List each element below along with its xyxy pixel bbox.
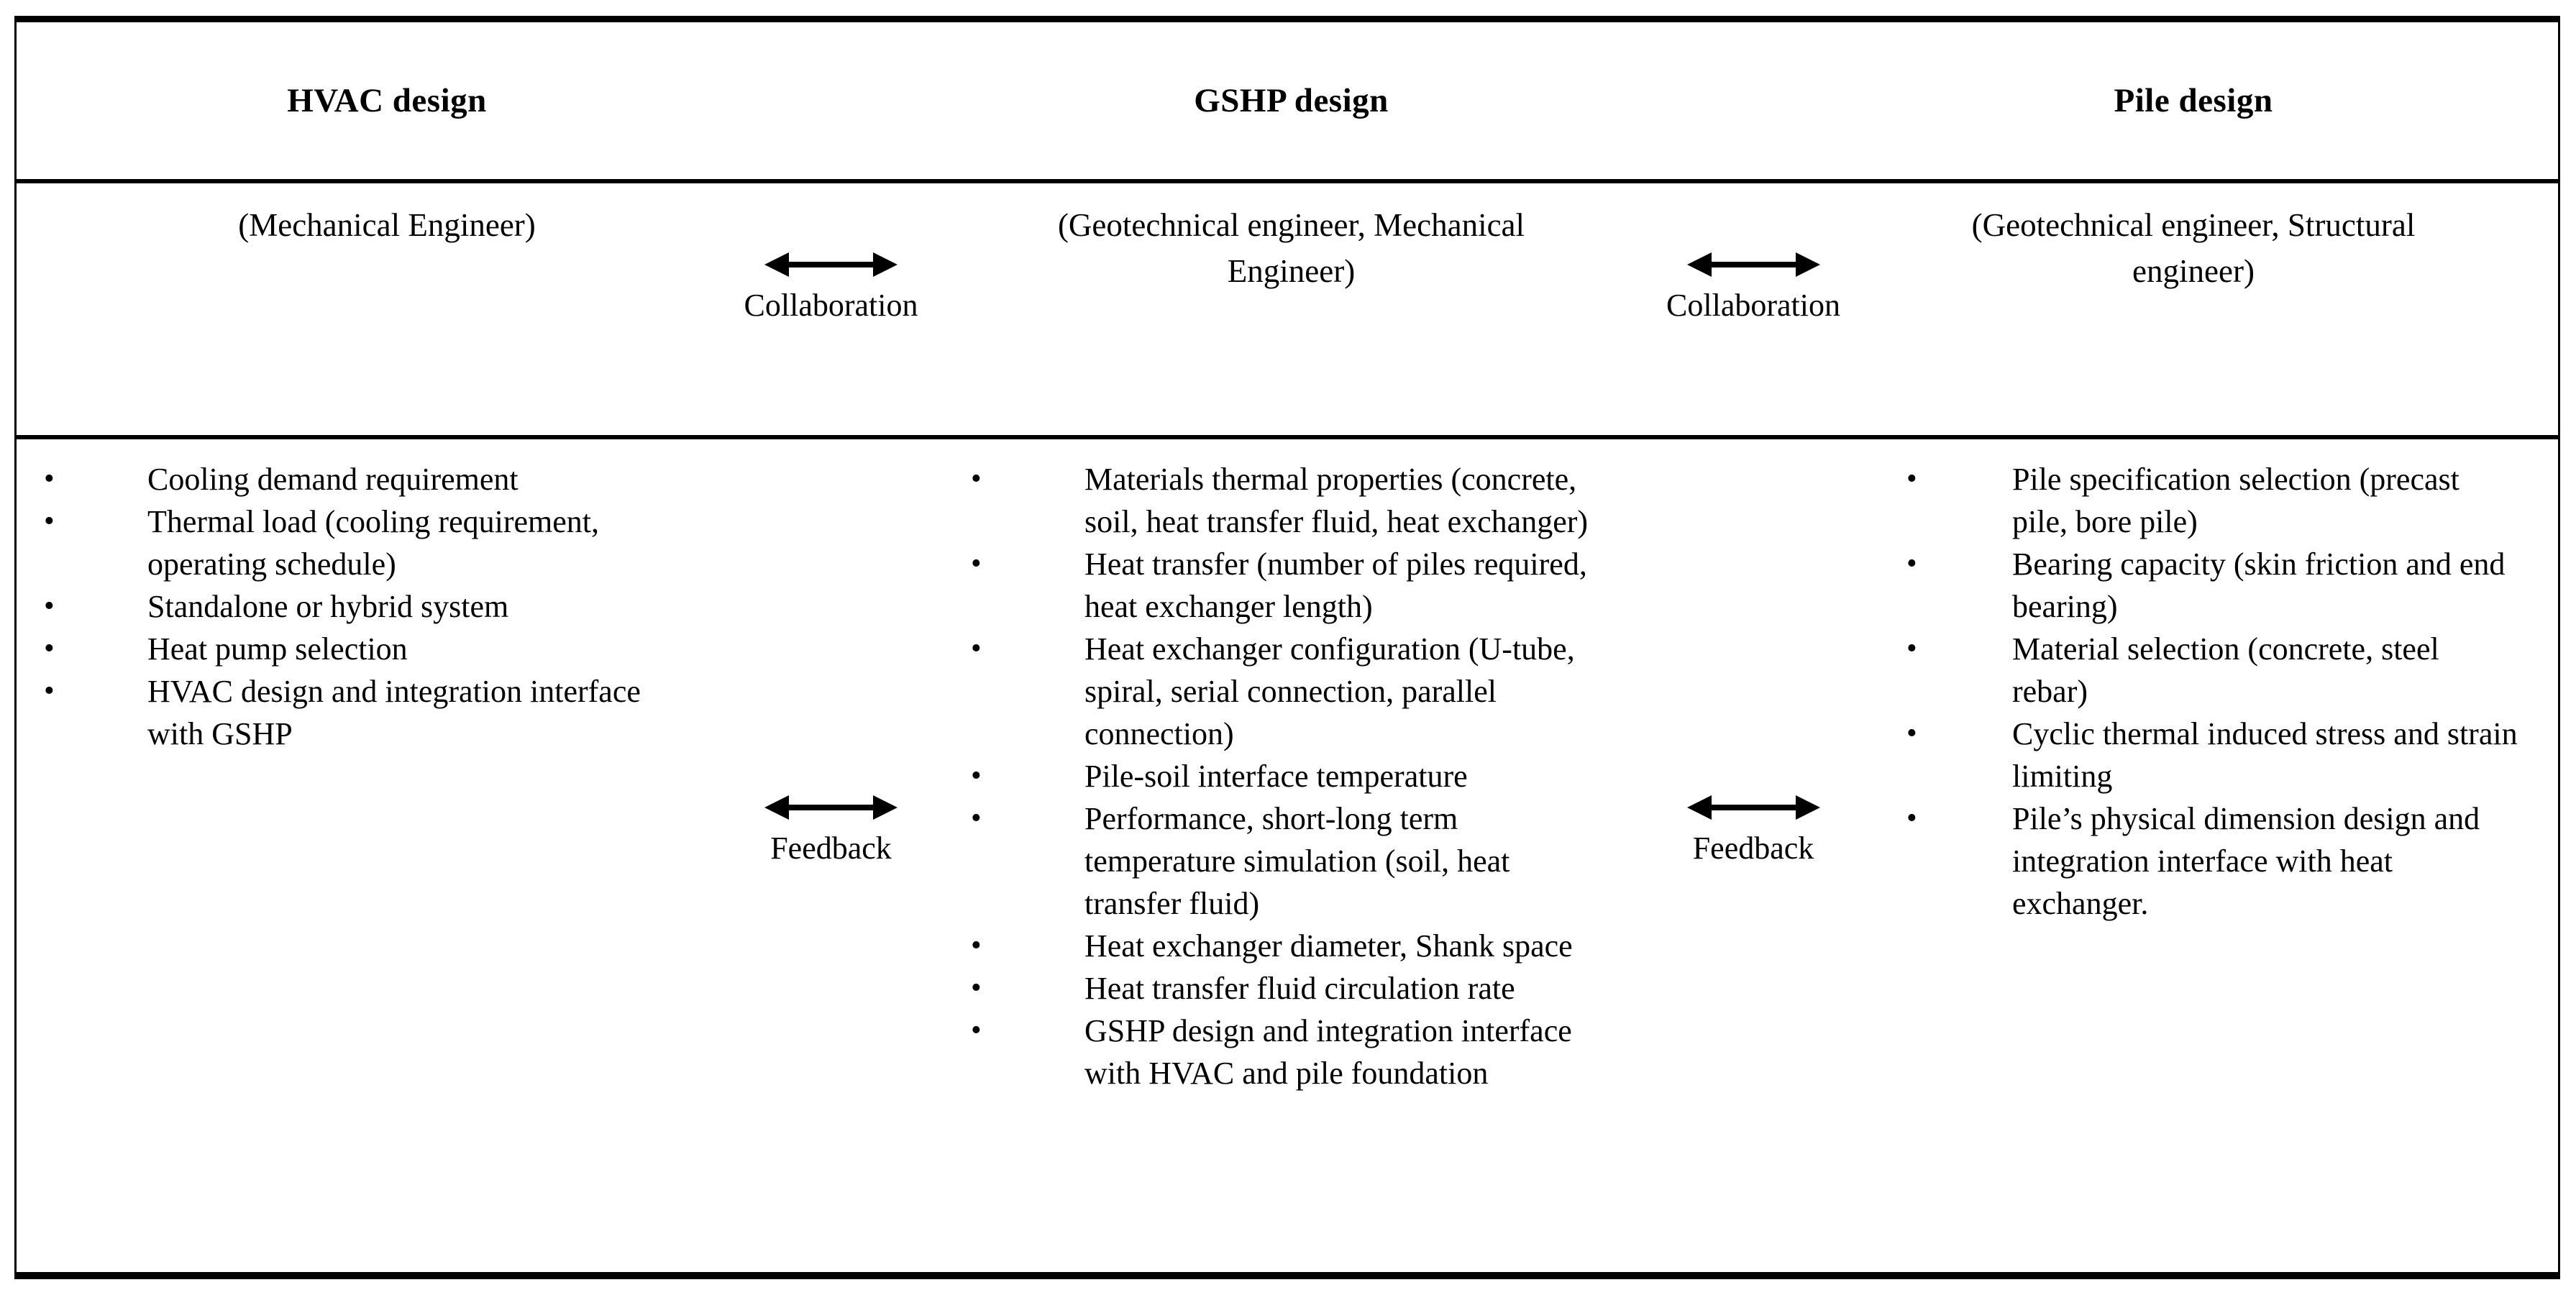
list-item-text: Heat exchanger diameter, Shank space [1084,928,1573,964]
arrow-left-head [764,795,789,820]
feedback-connector-left: Feedback [757,439,905,1272]
list-item: Pile’s physical dimension design and int… [1829,797,2558,925]
header-hvac-design: HVAC design [287,82,487,119]
collaboration-connector-left: Collaboration [744,183,918,435]
arrow-shaft [1711,805,1796,810]
arrow-shaft [789,262,873,267]
list-item: Heat exchanger diameter, Shank space [905,925,1678,967]
list-item: Pile-soil interface temperature [905,755,1678,797]
list-item: Heat exchanger configuration (U-tube, sp… [905,628,1678,755]
list-item: Heat transfer fluid circulation rate [905,967,1678,1010]
role-gshp-engineers: (Geotechnical engineer, Mechanical Engin… [1057,207,1525,289]
hvac-items-list: Cooling demand requirement Thermal load … [17,439,757,1272]
role-hvac-engineer: (Mechanical Engineer) [238,207,536,243]
list-item-text: Pile’s physical dimension design and int… [2012,801,2480,921]
list-item-text: Performance, short-long term temperature… [1084,801,1510,921]
double-arrow-icon [1686,795,1820,820]
table-header-row: HVAC design GSHP design Pile design [17,22,2558,183]
arrow-shaft [1711,262,1796,267]
list-item-text: Cyclic thermal induced stress and strain… [2012,716,2518,794]
list-item-text: Heat pump selection [147,631,408,667]
arrow-right-head [873,252,898,277]
role-cell-hvac: (Mechanical Engineer) [17,183,757,435]
list-item: Pile specification selection (precast pi… [1829,458,2558,543]
list-item: Thermal load (cooling requirement, opera… [17,500,757,585]
collaboration-connector-right: Collaboration [1666,183,1840,435]
list-item: Bearing capacity (skin friction and end … [1829,543,2558,628]
list-item-text: Bearing capacity (skin friction and end … [2012,546,2506,624]
list-item: Heat pump selection [17,628,757,670]
gshp-items-list: Materials thermal properties (concrete, … [905,439,1678,1272]
feedback-label-right: Feedback [1692,831,1814,866]
collaboration-label-left: Collaboration [744,288,918,323]
list-item-text: Heat transfer fluid circulation rate [1084,971,1515,1006]
role-pile-engineers: (Geotechnical engineer, Structural engin… [1971,207,2416,289]
header-cell-hvac-design: HVAC design [17,81,757,120]
list-item: Material selection (concrete, steel reba… [1829,628,2558,713]
double-arrow-icon [764,795,898,820]
list-item-text: HVAC design and integration interface wi… [147,674,641,751]
list-item-text: Heat exchanger configuration (U-tube, sp… [1084,631,1575,751]
arrow-left-head [1686,795,1712,820]
pile-items-list: Pile specification selection (precast pi… [1829,439,2558,1272]
collaboration-label-right: Collaboration [1666,288,1840,323]
feedback-connector-right: Feedback [1678,439,1829,1272]
list-item-text: Pile specification selection (precast pi… [2012,462,2459,539]
double-arrow-icon [1686,252,1820,277]
list-item: Performance, short-long term temperature… [905,797,1678,925]
header-gshp-design: GSHP design [1194,82,1389,119]
arrow-right-head [1795,795,1820,820]
double-arrow-icon [764,252,898,277]
list-item-text: GSHP design and integration interface wi… [1084,1013,1572,1091]
list-item: Cyclic thermal induced stress and strain… [1829,713,2558,797]
feedback-label-left: Feedback [770,831,892,866]
list-item: Cooling demand requirement [17,458,757,500]
header-pile-design: Pile design [2114,82,2273,119]
list-item: HVAC design and integration interface wi… [17,670,757,755]
list-item-text: Materials thermal properties (concrete, … [1084,462,1589,539]
arrow-left-head [764,252,789,277]
list-item-text: Cooling demand requirement [147,462,519,497]
arrow-right-head [1795,252,1820,277]
header-cell-pile-design: Pile design [1829,81,2558,120]
list-item: Standalone or hybrid system [17,585,757,628]
list-item-text: Pile-soil interface temperature [1084,759,1468,794]
list-item-text: Standalone or hybrid system [147,589,509,624]
list-item-text: Heat transfer (number of piles required,… [1084,546,1587,624]
arrow-right-head [873,795,898,820]
list-item-text: Thermal load (cooling requirement, opera… [147,504,599,582]
list-item: Materials thermal properties (concrete, … [905,458,1678,543]
arrow-left-head [1686,252,1712,277]
role-cell-pile: (Geotechnical engineer, Structural engin… [1829,183,2558,435]
table-roles-row: (Mechanical Engineer) Collaboration (Geo… [17,183,2558,439]
list-item: Heat transfer (number of piles required,… [905,543,1678,628]
arrow-shaft [789,805,873,810]
role-cell-gshp: (Geotechnical engineer, Mechanical Engin… [905,183,1678,435]
list-item-text: Material selection (concrete, steel reba… [2012,631,2439,709]
table-body-row: Cooling demand requirement Thermal load … [17,439,2558,1272]
list-item: GSHP design and integration interface wi… [905,1010,1678,1094]
header-cell-gshp-design: GSHP design [905,81,1678,120]
collaboration-table: HVAC design GSHP design Pile design (Mec… [14,16,2560,1279]
